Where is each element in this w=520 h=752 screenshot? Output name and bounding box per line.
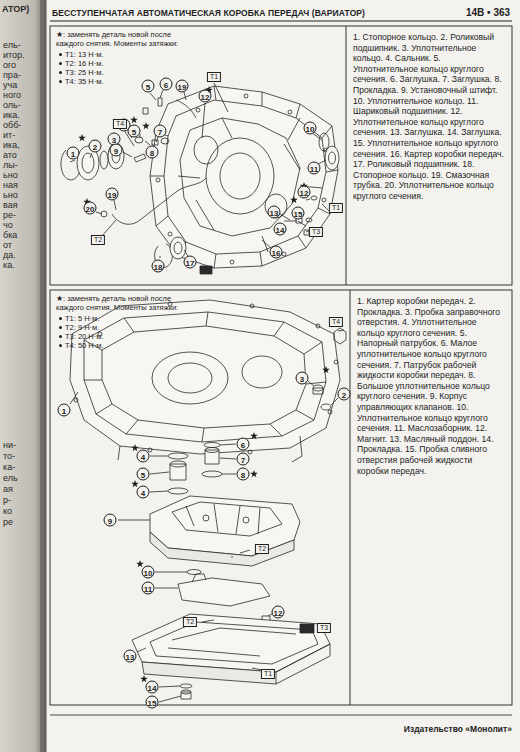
facing-page-fragment: ато bbox=[3, 150, 17, 160]
callout-number: 14 bbox=[274, 223, 287, 236]
callout-number: 13 bbox=[124, 650, 137, 663]
torque-tag: T1 bbox=[207, 72, 221, 82]
callout-number: 6 bbox=[237, 438, 250, 451]
callout-number: 12 bbox=[199, 90, 212, 103]
torque-value: T2: 9 Н·м. bbox=[58, 323, 99, 332]
torque-value: T3: 25 Н·м. bbox=[58, 68, 104, 77]
facing-page-fragment: итор. bbox=[3, 50, 25, 60]
torque-tag: T4 bbox=[113, 119, 127, 129]
facing-page-fragment: бка bbox=[3, 230, 17, 240]
torque-tag: T2 bbox=[91, 235, 105, 245]
callout-number: 8 bbox=[146, 146, 159, 159]
callout-number: 2 bbox=[338, 388, 351, 401]
facing-page-fragment: ика, bbox=[3, 140, 20, 150]
facing-page-fragment: ика. bbox=[3, 110, 20, 120]
note-text: ★: заменять деталь новой после каждого с… bbox=[56, 30, 186, 48]
callout-number: 13 bbox=[268, 206, 281, 219]
facing-page-fragment: ко bbox=[3, 506, 12, 516]
facing-page-fragment: пра- bbox=[3, 70, 21, 80]
facing-page-fragment: ого bbox=[3, 60, 16, 70]
facing-page-fragment: вая bbox=[3, 200, 18, 210]
torque-value: T4: 50 Н·м. bbox=[58, 341, 104, 350]
facing-page-fragment: ка- bbox=[3, 462, 15, 472]
facing-page-fragment: ель bbox=[3, 473, 18, 483]
torque-tag: T1 bbox=[329, 203, 343, 213]
facing-page-heading: АТОР) bbox=[2, 4, 29, 14]
callout-number: 20 bbox=[84, 202, 97, 215]
torque-value: T1: 13 Н·м. bbox=[58, 50, 104, 59]
facing-page-fragment: ьно bbox=[3, 190, 18, 200]
facing-page-fragment: обб- bbox=[3, 120, 21, 130]
callout-number: 6 bbox=[160, 78, 173, 91]
page-number: 14В • 363 bbox=[466, 7, 510, 18]
facing-page-fragment: ьно bbox=[3, 170, 18, 180]
callout-number: 8 bbox=[237, 468, 250, 481]
callout-number: 19 bbox=[106, 188, 119, 201]
callout-number: 12 bbox=[298, 186, 311, 199]
torque-tag: T2 bbox=[183, 617, 197, 627]
torque-tag: T3 bbox=[309, 227, 323, 237]
publisher-footer: Издательство «Монолит» bbox=[404, 724, 512, 734]
callout-number: 15 bbox=[292, 207, 305, 220]
callout-number: 17 bbox=[184, 256, 197, 269]
torque-tag: T1 bbox=[261, 669, 275, 679]
torque-tag: T3 bbox=[317, 623, 331, 633]
facing-page-fragment: ного bbox=[3, 90, 21, 100]
callout-number: 18 bbox=[152, 260, 165, 273]
callout-number: 4 bbox=[137, 486, 150, 499]
parts-list-box: 1. Стопорное кольцо. 2. Роликовый подшип… bbox=[348, 28, 510, 206]
facing-page-fragment: уча bbox=[3, 80, 17, 90]
facing-page-fragment: р- bbox=[3, 495, 11, 505]
callout-number: 11 bbox=[308, 162, 321, 175]
torque-value: T3: 20 Н·м. bbox=[58, 332, 104, 341]
callout-number: 4 bbox=[137, 450, 150, 463]
callout-number: 15 bbox=[146, 696, 159, 709]
facing-page-fragment: чо bbox=[3, 220, 13, 230]
torque-value: T1: 5 Н·м. bbox=[58, 314, 99, 323]
facing-page-fragment: оль- bbox=[3, 100, 21, 110]
callout-number: 19 bbox=[176, 80, 189, 93]
callout-number: 10 bbox=[142, 566, 155, 579]
facing-page-fragment: ре- bbox=[3, 210, 16, 220]
facing-page-fragment: то- bbox=[3, 451, 15, 461]
callout-number: 9 bbox=[110, 144, 123, 157]
facing-page-fragment: ка. bbox=[3, 260, 15, 270]
facing-page-fragment: ель- bbox=[3, 40, 21, 50]
callout-number: 9 bbox=[104, 514, 117, 527]
facing-page-fragment: ная bbox=[3, 180, 18, 190]
parts-list-text: 1. Стопорное кольцо. 2. Роликовый подшип… bbox=[353, 32, 505, 202]
callout-number: 14 bbox=[146, 681, 159, 694]
callout-number: 2 bbox=[89, 140, 102, 153]
callout-number: 1 bbox=[67, 147, 80, 160]
facing-page-fragment: ни- bbox=[3, 440, 16, 450]
callout-number: 11 bbox=[142, 582, 155, 595]
facing-page-fragment: да. bbox=[3, 250, 16, 260]
page-title: БЕССТУПЕНЧАТАЯ АВТОМАТИЧЕСКАЯ КОРОБКА ПЕ… bbox=[52, 8, 365, 18]
torque-value: T2: 16 Н·м. bbox=[58, 59, 104, 68]
callout-number: 16 bbox=[270, 246, 283, 259]
callout-number: 1 bbox=[58, 404, 71, 417]
note-text: ★: заменять деталь новой после каждого с… bbox=[56, 294, 186, 312]
callout-number: 5 bbox=[137, 468, 150, 481]
callout-number: 5 bbox=[142, 80, 155, 93]
callout-number: 5 bbox=[128, 125, 141, 138]
callout-number: 7 bbox=[237, 453, 250, 466]
callout-number: 3 bbox=[296, 372, 309, 385]
callout-number: 10 bbox=[304, 122, 317, 135]
callout-number: 12 bbox=[272, 606, 285, 619]
torque-value: T4: 35 Н·м. bbox=[58, 77, 104, 86]
facing-page-fragment: лы- bbox=[3, 160, 18, 170]
torque-tag: T2 bbox=[255, 544, 269, 554]
torque-tag: T4 bbox=[329, 317, 343, 327]
facing-page-fragment: ре bbox=[3, 517, 13, 527]
parts-list-text: 1. Картер коробки передач. 2. Прокладка.… bbox=[357, 296, 505, 476]
facing-page-fragment: ит- bbox=[3, 130, 15, 140]
parts-list-box: 1. Картер коробки передач. 2. Прокладка.… bbox=[352, 292, 510, 480]
facing-page-fragment: ая bbox=[3, 484, 13, 494]
callout-number: 7 bbox=[154, 125, 167, 138]
facing-page-fragment: от bbox=[3, 240, 12, 250]
